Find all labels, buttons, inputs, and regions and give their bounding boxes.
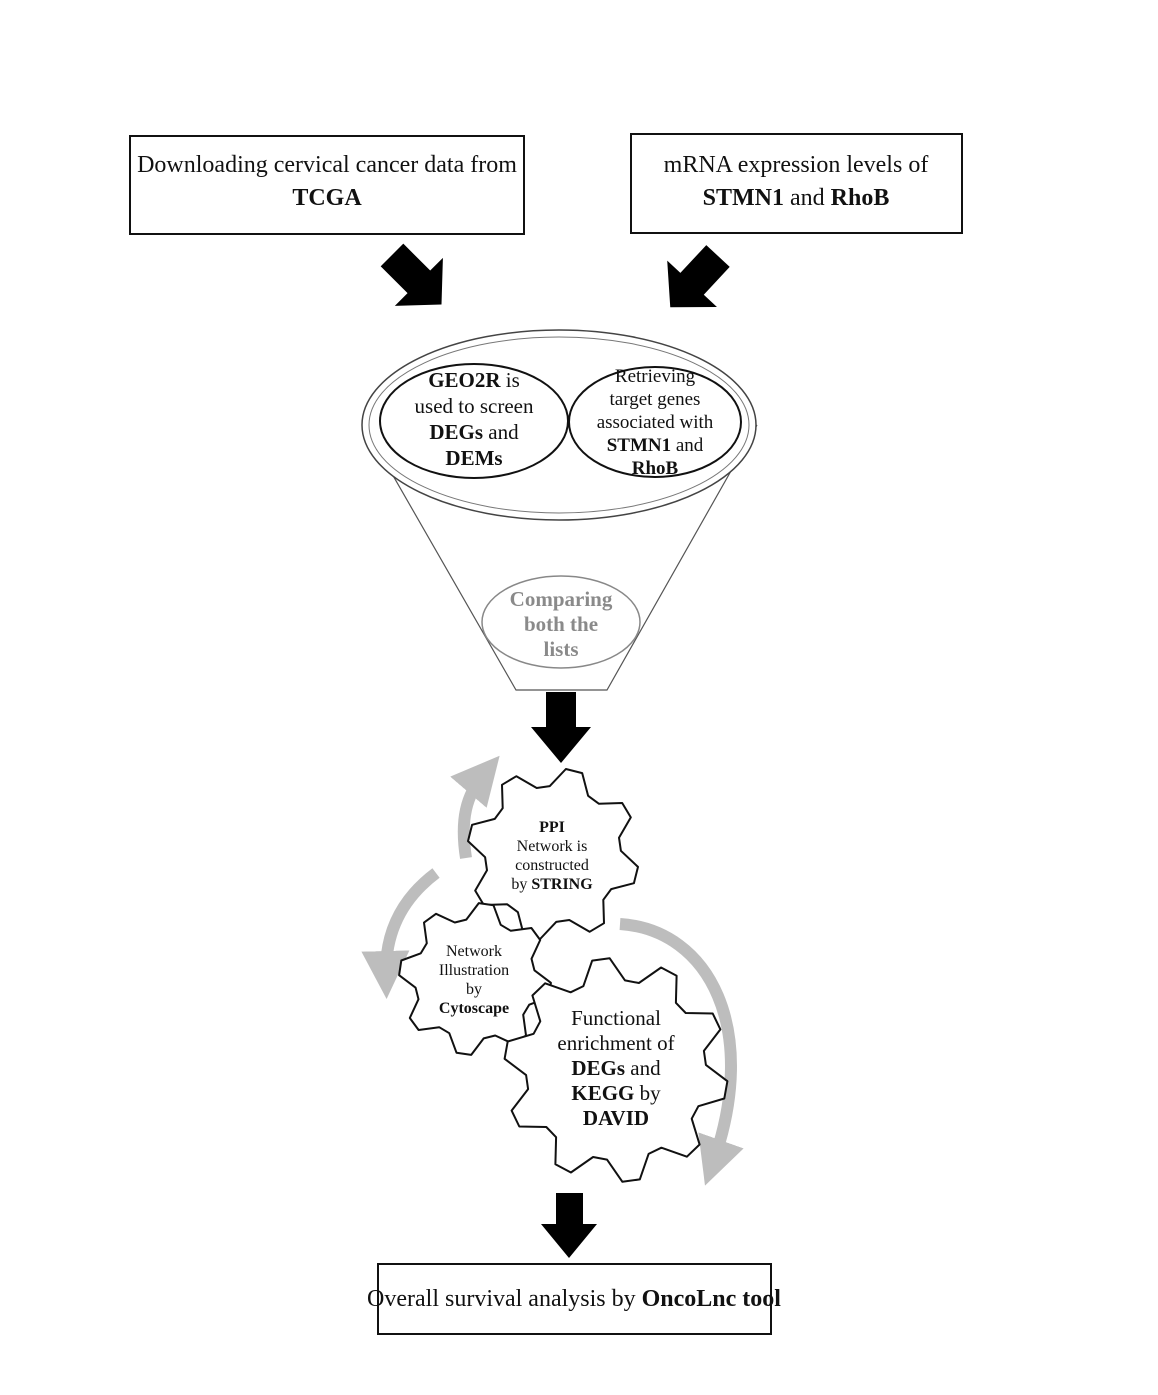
david-line4: KEGG by [571,1081,661,1105]
cytoscape-line2: Illustration [439,962,509,979]
david-line2: enrichment of [557,1031,674,1055]
retrieving-line1: Retrieving [615,366,696,387]
comparing-ellipse: Comparing both the lists [481,575,641,669]
cytoscape-line3: by [466,981,482,998]
geo2r-line1: GEO2R is [428,368,520,392]
geo2r-line3: DEGs and [429,420,519,444]
david-gear-text: Functional enrichment of DEGs and KEGG b… [557,1006,674,1130]
david-line5: DAVID [583,1106,649,1130]
retrieving-line5: RhoB [632,458,679,479]
cytoscape-line4: Cytoscape [439,1000,509,1017]
gears [398,768,729,1183]
tcga-box: Downloading cervical cancer data from TC… [129,135,525,235]
retrieving-line2: target genes [610,389,701,410]
cytoscape-gear-text: Network Illustration by Cytoscape [439,943,509,1017]
retrieving-ellipse: Retrieving target genes associated with … [568,366,742,479]
survival-box: Overall survival analysis by OncoLnc too… [367,1263,781,1335]
arrow-funnel-down [531,692,591,763]
retrieving-line4: STMN1 and [607,435,704,456]
retrieving-line3: associated with [597,412,714,433]
cytoscape-line1: Network [446,943,502,960]
ppi-line2: Network is [517,838,588,855]
comparing-line3: lists [543,637,578,661]
cycle-arrows [361,755,744,1186]
ppi-line3: constructed [515,857,589,874]
ppi-line4: by STRING [511,876,593,893]
gear-david [503,957,729,1183]
geo2r-line4: DEMs [445,446,502,470]
arrow-right-down [667,245,730,308]
ppi-gear-text: PPI Network is constructed by STRING [511,819,593,893]
comparing-line2: both the [524,612,598,636]
geo2r-line2: used to screen [415,394,534,418]
arrow-gears-down [541,1193,597,1258]
mrna-box-line2: STMN1 and RhoB [703,185,890,211]
david-line1: Functional [571,1006,661,1030]
tcga-box-line1: Downloading cervical cancer data from [137,152,517,178]
arrow-left-down [380,243,443,306]
mrna-box: mRNA expression levels of STMN1 and RhoB [630,133,963,234]
gear-ppi [467,768,639,940]
tcga-box-line2: TCGA [292,185,362,211]
geo2r-ellipse: GEO2R is used to screen DEGs and DEMs [379,363,569,479]
mrna-box-line1: mRNA expression levels of [664,152,929,178]
comparing-line1: Comparing [510,587,613,611]
survival-box-text: Overall survival analysis by OncoLnc too… [367,1286,781,1312]
ppi-line1: PPI [539,819,565,836]
david-line3: DEGs and [571,1056,661,1080]
